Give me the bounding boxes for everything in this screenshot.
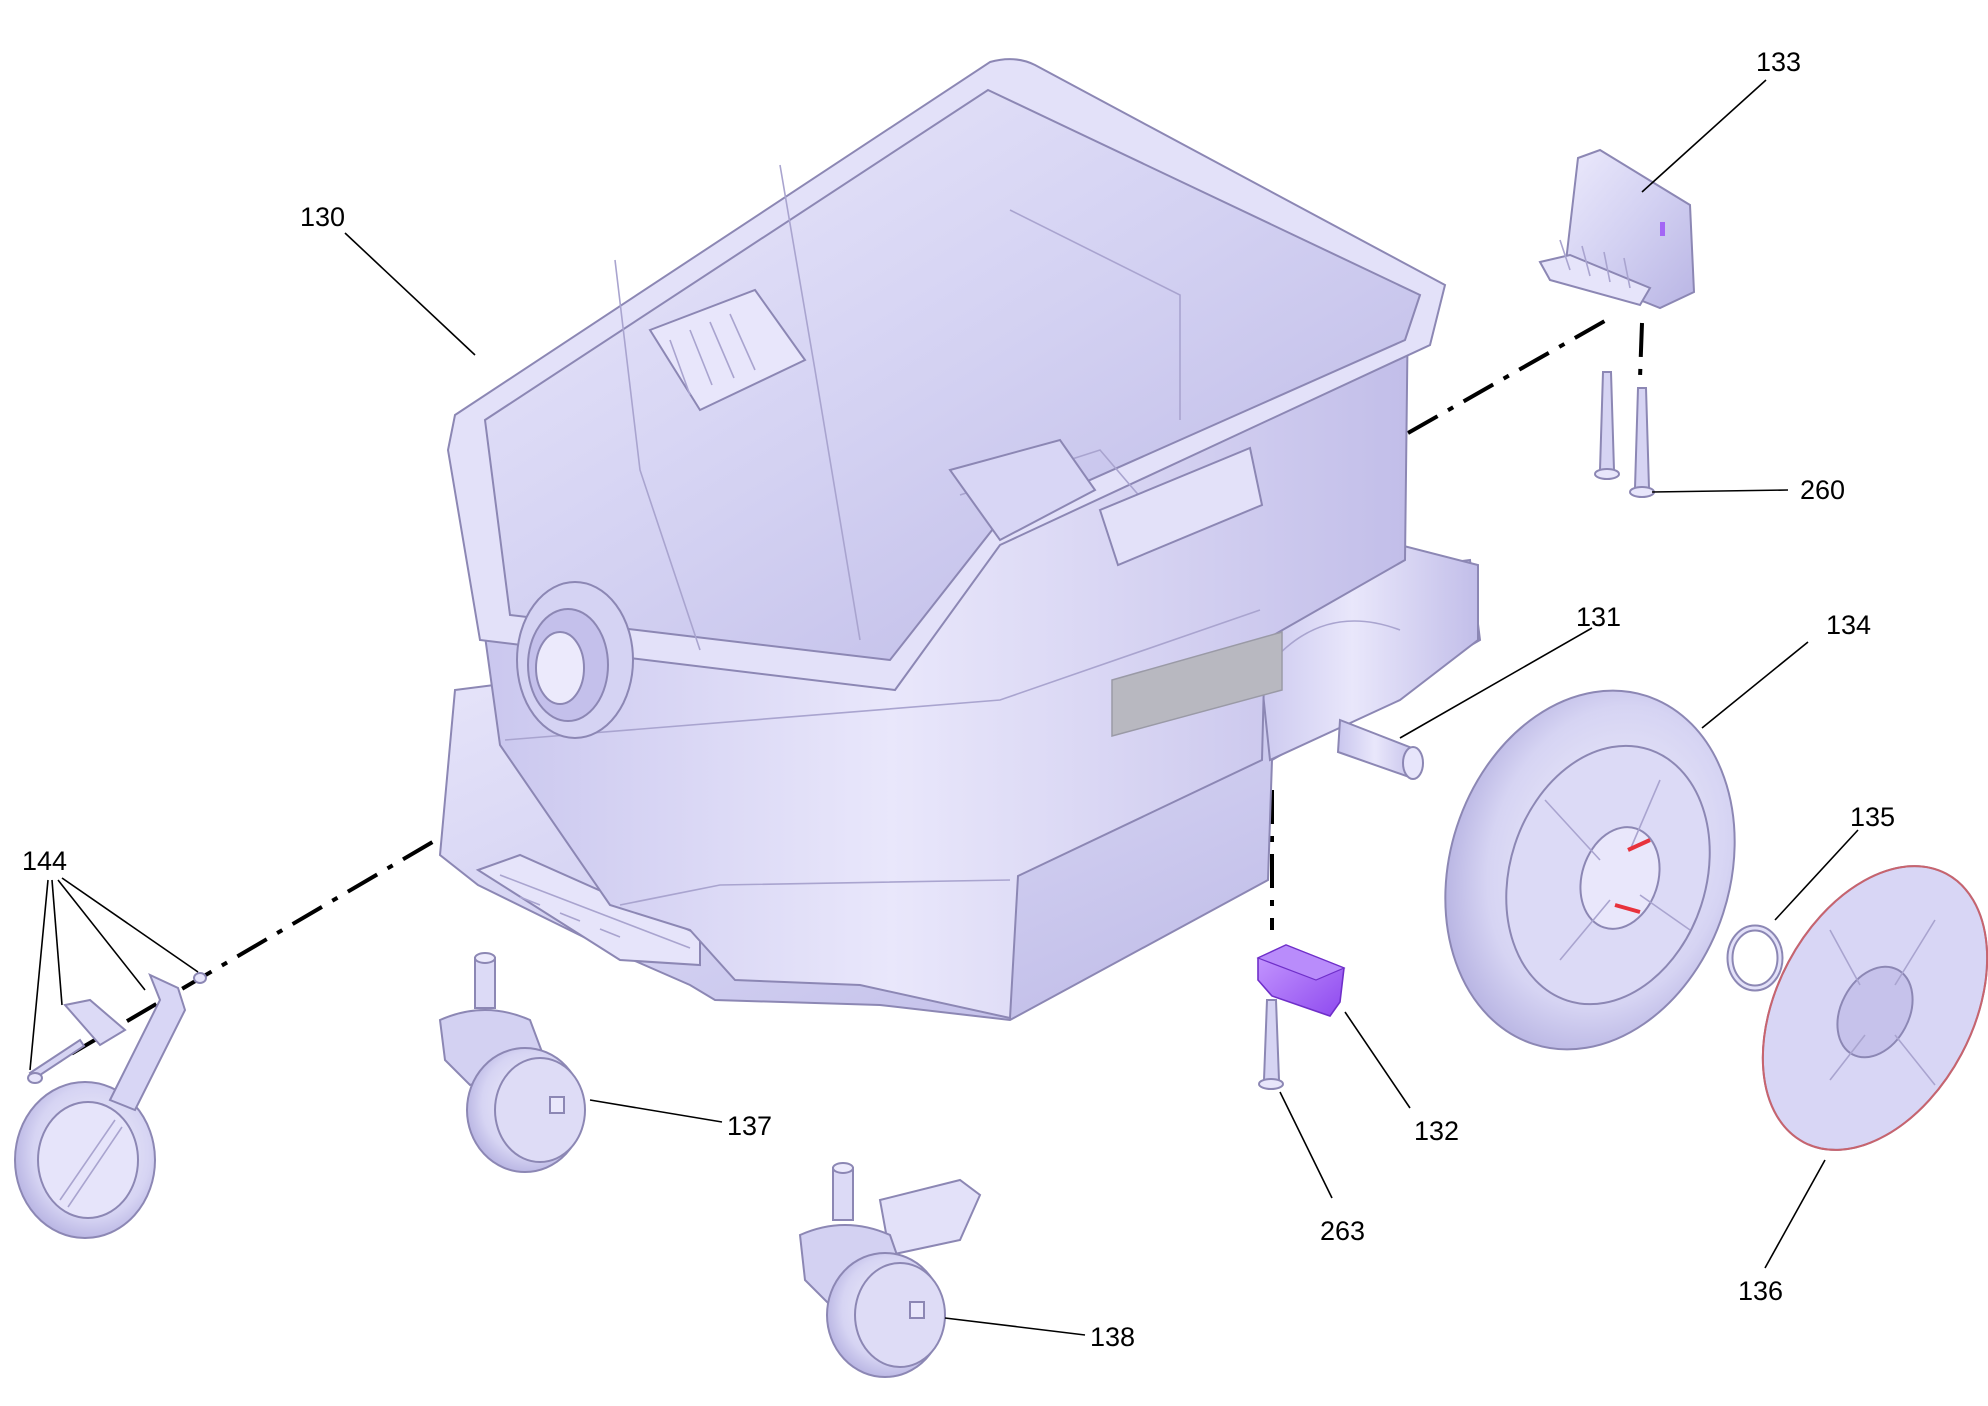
tank-body-part-130: [438, 58, 1482, 1022]
leader-144-a: [29, 879, 49, 1071]
interior-comb: [648, 288, 807, 412]
callout-137: 137: [727, 1111, 772, 1141]
leader-lines: [29, 79, 1859, 1336]
leader-263: [1279, 1091, 1333, 1199]
hub-cap-part-136: [1761, 865, 1988, 1151]
leader-132: [1344, 1011, 1411, 1109]
cap-assembly-part-144: [14, 972, 207, 1239]
cap-tether: [108, 973, 187, 1112]
screw-260-b: [1633, 387, 1651, 489]
leader-260: [1651, 489, 1789, 493]
callout-132: 132: [1414, 1116, 1459, 1146]
leader-130: [344, 232, 476, 356]
leader-131: [1399, 627, 1593, 739]
callout-134: 134: [1826, 610, 1871, 640]
callout-130: 130: [300, 202, 345, 232]
leader-137: [589, 1099, 723, 1123]
cap-bracket: [63, 998, 127, 1047]
screws-part-260: [1594, 371, 1655, 498]
assembly-axes: [28, 316, 1644, 1080]
axis-screw-260: [1638, 322, 1644, 379]
callout-138: 138: [1090, 1322, 1135, 1352]
wheel-part-134: [1444, 689, 1736, 1051]
callout-263: 263: [1320, 1216, 1365, 1246]
callout-144: 144: [22, 846, 67, 876]
retaining-ring-part-135: [1726, 924, 1784, 992]
axis-rear-bracket: [1407, 316, 1611, 435]
callout-labels: 130 131 132 133 134 135 136 137 138 144 …: [22, 47, 1895, 1352]
caster-138-brake: [878, 1178, 982, 1257]
callout-131: 131: [1576, 602, 1621, 632]
leader-133: [1641, 79, 1767, 193]
caster-part-138: [798, 1162, 982, 1378]
screw-part-263: [1258, 999, 1284, 1090]
leader-135: [1774, 829, 1859, 921]
leader-144-c: [57, 879, 146, 991]
callout-260: 260: [1800, 475, 1845, 505]
leader-136: [1764, 1159, 1826, 1269]
screw-260-a: [1598, 371, 1616, 471]
callout-135: 135: [1850, 802, 1895, 832]
leader-144-d: [61, 877, 199, 973]
interior-pocket: [948, 438, 1097, 542]
front-latch: [1098, 446, 1264, 567]
axis-left-cap: [28, 743, 600, 1080]
rear-bracket-part-133: [1538, 148, 1696, 310]
screw-263: [1262, 999, 1281, 1081]
leader-144-b: [51, 879, 63, 1006]
leader-138: [944, 1317, 1086, 1336]
leader-134: [1701, 641, 1809, 729]
clip-part-132: [1256, 944, 1346, 1017]
callout-136: 136: [1738, 1276, 1783, 1306]
label-plate: [1111, 631, 1283, 737]
caster-part-137: [438, 952, 586, 1173]
callout-133: 133: [1756, 47, 1801, 77]
